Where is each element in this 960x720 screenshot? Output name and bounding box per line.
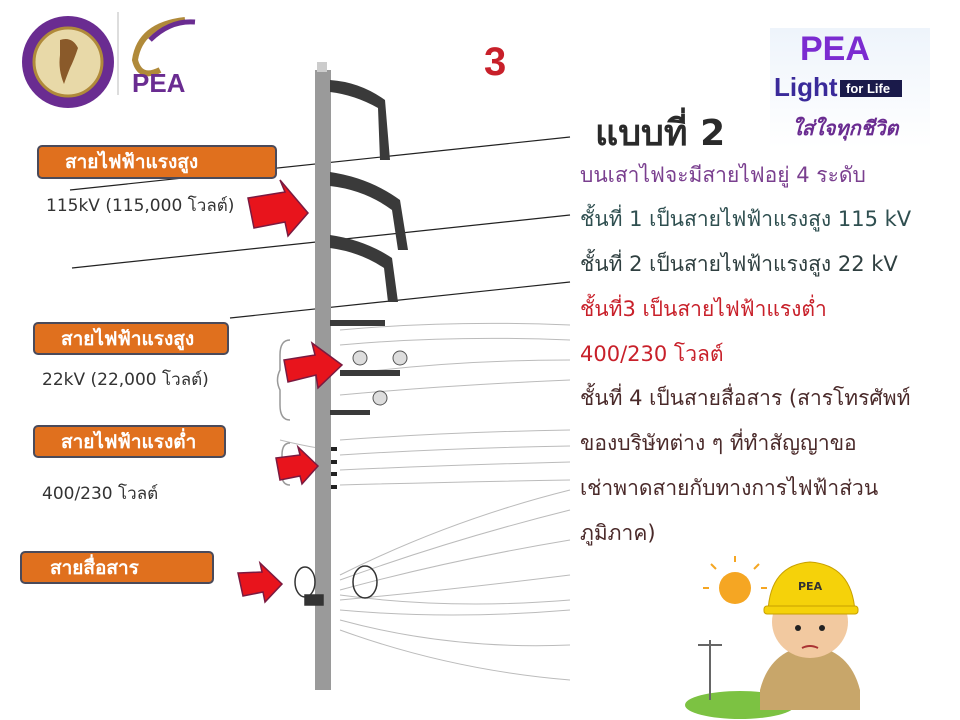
label-22kv-detail: 22kV (22,000 โวลต์) xyxy=(42,370,209,390)
logo-slogan-for-life: for Life xyxy=(840,80,903,97)
label-telecom: สายสื่อสาร xyxy=(20,551,214,584)
description-level-3-voltage: 400/230 โวลต์ xyxy=(580,342,724,366)
telecom-cable-loops xyxy=(294,565,378,606)
label-low-voltage-detail: 400/230 โวลต์ xyxy=(42,484,159,504)
wires xyxy=(279,322,571,681)
logo-slogan-thai: ใส่ใจทุกชีวิต xyxy=(792,116,899,140)
cross-arms xyxy=(330,80,408,415)
label-high-voltage-22kv: สายไฟฟ้าแรงสูง xyxy=(33,322,229,355)
logo-slogan-light: Light xyxy=(774,72,838,102)
logo-brand: PEA xyxy=(800,30,870,68)
red-arrow-icons xyxy=(237,179,344,604)
description-level-4-cont-2: เช่าพาดสายกับทางการไฟฟ้าส่วน xyxy=(580,476,879,500)
lv-insulators xyxy=(331,447,337,489)
pea-seal-logo xyxy=(22,16,114,108)
label-115kv-detail: 115kV (115,000 โวลต์) xyxy=(46,196,235,216)
description-level-2: ชั้นที่ 2 เป็นสายไฟฟ้าแรงสูง 22 kV xyxy=(580,252,898,276)
description-level-4: ชั้นที่ 4 เป็นสายสื่อสาร (สารโทรศัพท์ xyxy=(580,386,911,410)
pea-brand-text: PEA xyxy=(132,68,186,98)
description-level-3: ชั้นที่3 เป็นสายไฟฟ้าแรงต่ำ xyxy=(580,297,827,321)
slide-number: 3 xyxy=(484,40,507,84)
label-high-voltage-115kv: สายไฟฟ้าแรงสูง xyxy=(37,145,277,179)
description-level-4-cont-3: ภูมิภาค) xyxy=(580,521,656,545)
slide-title: แบบที่ 2 xyxy=(595,113,726,154)
label-low-voltage: สายไฟฟ้าแรงต่ำ xyxy=(33,425,226,458)
description-level-4-cont-1: ของบริษัทต่าง ๆ ที่ทำสัญญาขอ xyxy=(580,431,857,455)
pea-e-logo: PEA xyxy=(131,17,196,98)
description-intro: บนเสาไฟจะมีสายไฟอยู่ 4 ระดับ xyxy=(580,163,866,187)
pea-light-for-life-logo: PEA Light for Life ใส่ใจทุกชีวิต xyxy=(770,28,930,148)
worker-illustration: PEA xyxy=(685,556,860,719)
insulators xyxy=(352,350,408,406)
description-level-1: ชั้นที่ 1 เป็นสายไฟฟ้าแรงสูง 115 kV xyxy=(580,207,912,231)
helmet-text: PEA xyxy=(798,580,823,593)
